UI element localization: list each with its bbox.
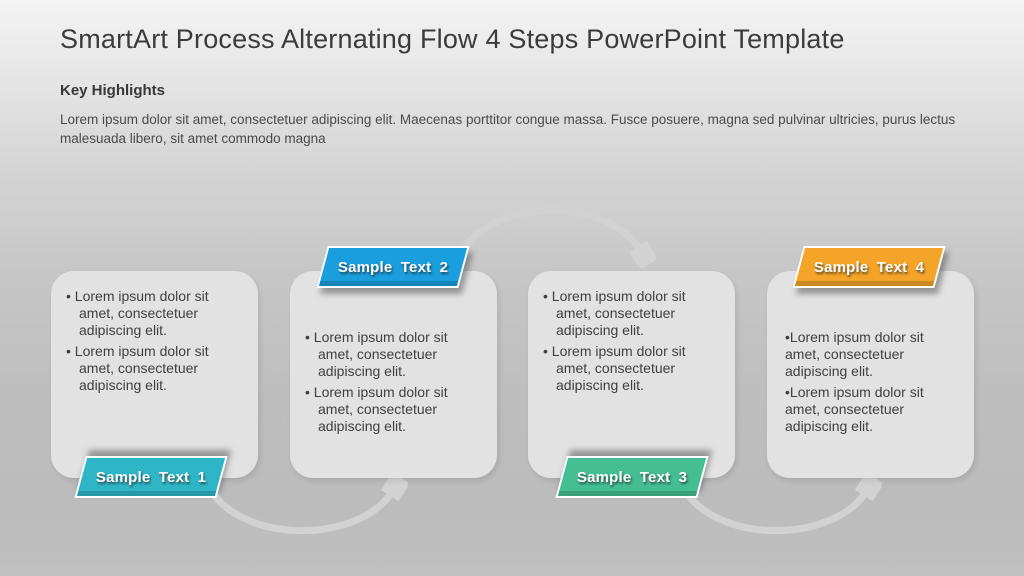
bullet-item: Lorem ipsum dolor sit amet, consectetuer… <box>785 384 942 435</box>
bullet-item: Lorem ipsum dolor sit amet, consectetuer… <box>543 288 713 339</box>
step-label-3: Sample Text 3 <box>555 456 709 498</box>
step-label-4-text: Sample Text 4 <box>813 258 925 276</box>
key-highlights-body: Lorem ipsum dolor sit amet, consectetuer… <box>60 112 956 146</box>
bullet-item: Lorem ipsum dolor sit amet, consectetuer… <box>785 329 942 380</box>
page-title: SmartArt Process Alternating Flow 4 Step… <box>60 24 845 54</box>
bullet-item: Lorem ipsum dolor sit amet, consectetuer… <box>305 384 475 435</box>
connector-arrow-3-4-icon <box>680 488 866 535</box>
step-card-2: Lorem ipsum dolor sit amet, consectetuer… <box>290 271 497 478</box>
step-card-4: Lorem ipsum dolor sit amet, consectetuer… <box>767 271 974 478</box>
step-label-1-text: Sample Text 1 <box>95 468 207 486</box>
bullet-item: Lorem ipsum dolor sit amet, consectetuer… <box>305 329 475 380</box>
step-4-bullet-list: Lorem ipsum dolor sit amet, consectetuer… <box>767 271 974 435</box>
step-1-bullet-list: Lorem ipsum dolor sit amet, consectetuer… <box>51 271 258 394</box>
key-highlights-heading: Key Highlights <box>60 82 166 99</box>
step-card-3: Lorem ipsum dolor sit amet, consectetuer… <box>528 271 735 478</box>
step-label-1: Sample Text 1 <box>74 456 228 498</box>
step-label-2-text: Sample Text 2 <box>337 258 449 276</box>
bullet-item: Lorem ipsum dolor sit amet, consectetuer… <box>66 343 236 394</box>
step-label-4: Sample Text 4 <box>792 246 946 288</box>
step-label-2: Sample Text 2 <box>316 246 470 288</box>
connector-arrow-1-2-icon <box>206 488 392 535</box>
bullet-item: Lorem ipsum dolor sit amet, consectetuer… <box>543 343 713 394</box>
step-label-3-text: Sample Text 3 <box>576 468 688 486</box>
step-3-bullet-list: Lorem ipsum dolor sit amet, consectetuer… <box>528 271 735 394</box>
connector-arrow-2-3-icon <box>454 206 640 262</box>
step-card-1: Lorem ipsum dolor sit amet, consectetuer… <box>51 271 258 478</box>
bullet-item: Lorem ipsum dolor sit amet, consectetuer… <box>66 288 236 339</box>
step-2-bullet-list: Lorem ipsum dolor sit amet, consectetuer… <box>290 271 497 435</box>
